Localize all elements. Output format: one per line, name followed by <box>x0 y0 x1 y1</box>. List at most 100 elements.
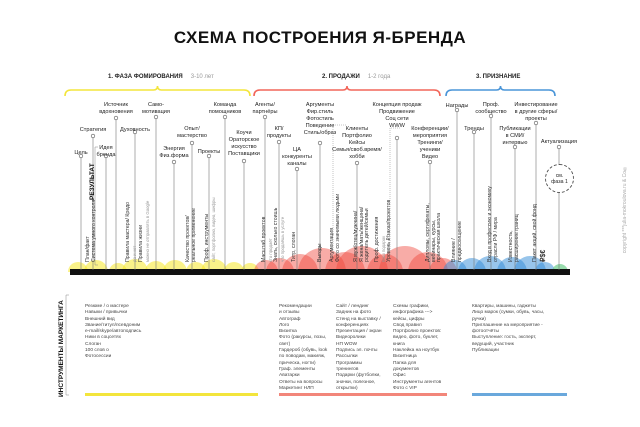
result-main: Проф. инструменты <box>204 213 210 262</box>
result-text: Аргументация Фото со значимыми людьми <box>329 193 341 262</box>
tool-item: 100 слов о <box>85 348 109 354</box>
tool-item: Звание/титул/псевдоним <box>85 322 141 328</box>
tool-item: Задник на фото <box>336 310 372 316</box>
node-marker <box>454 107 460 113</box>
result-text: Титр, слоган <box>291 231 298 262</box>
tool-item: Слоган <box>85 341 101 347</box>
result-note: Ваш подарок <box>380 235 386 262</box>
tool-item: Рассылки <box>336 354 358 360</box>
result-main: План/факт Система умного контроля <box>85 199 97 262</box>
tool-item: Рекомендации и отзывы <box>279 304 312 316</box>
tool-item: Визитница <box>393 354 417 360</box>
node-marker <box>90 133 96 139</box>
result-text: Правила жизни можно не отправлять в Goog… <box>138 200 151 262</box>
result-text: Пакет акций, свой фонд <box>532 204 539 262</box>
result-text: Выгоды <box>317 244 324 263</box>
node-label: Стратегия <box>79 127 107 133</box>
tool-item: Аватарки <box>279 373 300 379</box>
node-label: Коучи Ораторское искусство Поставщики <box>228 130 260 157</box>
tool-item: Лицо марок (сумки, обувь, часы, ручки) <box>472 310 545 322</box>
result-main: Знать, сколько стоишь <box>273 207 279 262</box>
node-marker <box>556 144 562 150</box>
result-main: Масштаб проектов <box>261 216 267 262</box>
phase-2-bar <box>279 393 447 396</box>
node-label: Тренды <box>464 126 484 132</box>
node-label: КП/ продукты <box>266 126 292 139</box>
tool-item: Маркетинг НЛП <box>279 385 314 391</box>
node-marker <box>427 159 433 165</box>
node-label: Само- мотивация <box>142 102 170 115</box>
result-main: Титр, слоган <box>291 231 297 262</box>
phase-label: 3. ПРИЗНАНИЕ <box>476 74 521 80</box>
node-marker <box>354 160 360 166</box>
node-label: Клиенты Портфолио Кейсы Семья/своб.время… <box>332 126 382 160</box>
tool-item: Визитка <box>279 329 297 335</box>
tool-item: Автограф <box>279 316 301 322</box>
result-note: кто продаёт <box>267 238 273 262</box>
tool-item: НП WOW <box>336 341 358 347</box>
node-marker <box>262 114 268 120</box>
node-label: Публикации в СМИ/ интервью <box>499 126 531 146</box>
result-main: Влияние / предвосхищение <box>451 221 463 262</box>
result-note: можно не отправлять в Google <box>144 200 150 262</box>
node-marker <box>294 166 300 172</box>
node-marker <box>132 129 138 135</box>
tool-item: Фотосессии <box>85 354 112 360</box>
result-main: Пакет акций, свой фонд <box>532 204 538 262</box>
node-label: Проф. сообщество <box>475 102 507 115</box>
timeline-bar <box>70 269 570 275</box>
node-marker <box>471 129 477 135</box>
result-text: Уровень ₽/заказ/проектов <box>386 200 393 262</box>
result-text: Качество проектов/ реальное применение <box>185 208 197 262</box>
tool-item: Сайт / лендинг <box>336 304 370 309</box>
result-main: Я муж/отец/мужчина/ Я жена/мать/женщина/… <box>353 206 371 262</box>
tool-item: Резюме / о мастере <box>85 304 129 309</box>
result-main: Аргументация Фото со значимыми людьми <box>329 193 341 262</box>
tool-item: Ответы на вопросы <box>279 379 323 385</box>
tool-item: Приглашение на мероприятие - фотоотчёты <box>472 322 543 335</box>
result-text: Влияние / предвосхищение <box>451 221 463 262</box>
node-label: Идея бренда <box>96 145 116 158</box>
result-text: Проф. инструменты сайт, портфолио, видео… <box>204 197 217 262</box>
node-label: Инвестирование в другие сферы/ проекты <box>514 102 558 122</box>
tool-item: Подарки (футболки, значки, полезное, отк… <box>336 373 381 391</box>
node-marker <box>222 114 228 120</box>
node-marker <box>317 140 323 146</box>
tool-item: Ники в соцсетях <box>85 335 122 341</box>
node-label: Цель <box>74 150 88 156</box>
phase-3-bar <box>472 393 567 396</box>
result-main: Качество проектов/ реальное применение <box>185 208 197 262</box>
result-text: Я муж/отец/мужчина/ Я жена/мать/женщина/… <box>353 206 371 262</box>
phase-label: 2. ПРОДАЖИ <box>322 74 360 80</box>
tool-item: Квартиры, машины, гаджеты <box>472 304 536 309</box>
node-label: Агенты/ партнёры <box>252 102 278 115</box>
result-note: что продаёшь в услуге <box>279 216 285 262</box>
phase-brace <box>253 85 441 97</box>
node-label: Опыт/ мастерство <box>177 126 207 139</box>
page-title: СХЕМА ПОСТРОЕНИЯ Я-БРЕНДА <box>173 28 467 47</box>
result-text: Вход в профессию и экономику отрасли РФ … <box>487 186 499 262</box>
node-marker <box>533 120 539 126</box>
dotted-connector <box>332 124 400 255</box>
phase-label: 1. ФАЗА ФОМИРОВАНИЯ <box>108 74 183 80</box>
tool-item: Программы тренингов <box>336 360 362 372</box>
result-text: Дипломы, сертификаты, вебинары, курсы, п… <box>425 203 443 262</box>
result-text: План/факт Система умного контроля <box>85 199 97 262</box>
node-label: Энергия Физ.форма <box>159 146 189 159</box>
result-main: Дипломы, сертификаты, вебинары, курсы, п… <box>425 203 443 262</box>
node-marker <box>153 114 159 120</box>
phase-3-heading: 3. ПРИЗНАНИЕ <box>476 74 520 80</box>
tools-list-phase2c: Схемы графики, инфографика ---> кейсы, ц… <box>393 304 441 392</box>
tool-item: Портфолио проектов: видео, фото, буклет,… <box>393 329 442 347</box>
tool-item: Свод правил <box>393 322 422 328</box>
node-marker <box>78 153 84 159</box>
node-label: Духовность <box>120 127 150 133</box>
tool-item: Подпись эл. почты <box>336 348 378 354</box>
node-label: Аргументы Фир.стиль Фотостиль Поведение … <box>303 102 337 136</box>
tool-item: Наклейка на ноутбук <box>393 348 440 354</box>
tool-item: Презентация / экран <box>336 329 382 335</box>
